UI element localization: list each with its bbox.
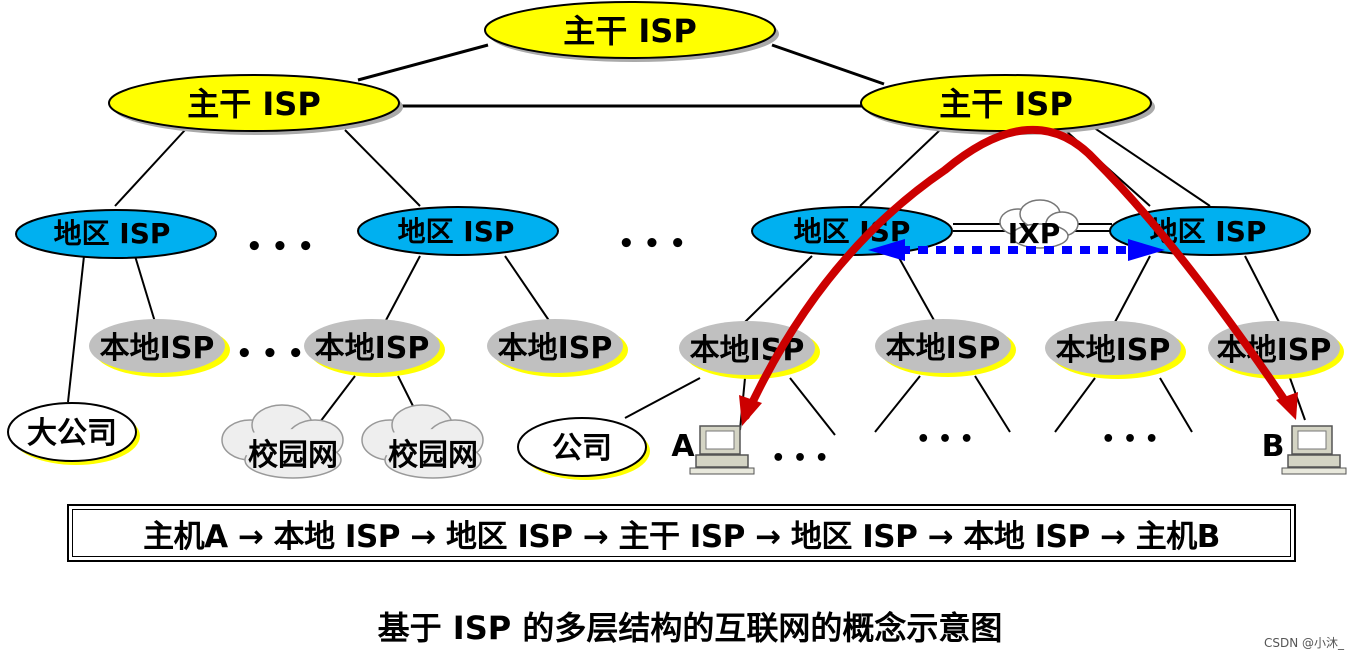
local-isp-5: 本地ISP xyxy=(875,319,1016,377)
local-isp-label: 本地ISP xyxy=(315,331,430,366)
ellipsis-hosts-2: • • • xyxy=(916,427,974,452)
host-b-label: B xyxy=(1262,429,1285,464)
local-isp-label: 本地ISP xyxy=(100,331,215,366)
backbone-isp-right: 主干 ISP xyxy=(860,74,1155,135)
local-isp-label: 本地ISP xyxy=(1056,333,1171,368)
backbone-isp-label: 主干 ISP xyxy=(563,12,697,50)
ixp-cloud: IXP xyxy=(999,199,1079,250)
company: 公司 xyxy=(517,417,650,480)
company-label: 公司 xyxy=(552,431,612,466)
local-isp-7: 本地ISP xyxy=(1208,321,1344,379)
regional-isp-1: 地区 ISP xyxy=(15,209,217,259)
ellipsis-regional-2: • • • xyxy=(618,229,686,259)
backbone-isp-label: 主干 ISP xyxy=(187,85,321,123)
backbone-links xyxy=(357,43,885,108)
campus-network-2: 校园网 xyxy=(361,404,484,479)
ixp-label: IXP xyxy=(1008,217,1061,250)
ixp-peering-arrow xyxy=(868,239,1165,261)
regional-isp-2: 地区 ISP xyxy=(357,206,559,256)
campus-network-label: 校园网 xyxy=(388,438,478,473)
host-a-label: A xyxy=(671,429,695,464)
local-isp-label: 本地ISP xyxy=(886,331,1001,366)
large-company: 大公司 xyxy=(7,402,140,465)
watermark: CSDN @小沐_ xyxy=(1263,636,1344,650)
local-isp-6: 本地ISP xyxy=(1045,321,1186,379)
large-company-label: 大公司 xyxy=(27,416,117,451)
ellipsis-hosts-1: • • • xyxy=(771,446,829,471)
ellipsis-regional-1: • • • xyxy=(246,232,314,262)
local-isp-1: 本地ISP xyxy=(89,319,230,377)
campus-network-1: 校园网 xyxy=(221,404,344,479)
ellipsis-hosts-3: • • • xyxy=(1101,427,1159,452)
backbone-isp-left: 主干 ISP xyxy=(108,74,403,135)
local-isp-label: 本地ISP xyxy=(1217,333,1332,368)
computer-icon xyxy=(689,425,755,475)
regional-isp-label: 地区 ISP xyxy=(794,215,911,248)
host-b: B xyxy=(1262,425,1347,475)
route-path-inner: 主机A → 本地 ISP → 地区 ISP → 主干 ISP → 地区 ISP … xyxy=(72,509,1291,557)
regional-isp-label: 地区 ISP xyxy=(54,217,171,250)
host-a: A xyxy=(671,425,755,475)
backbone-isp-top: 主干 ISP xyxy=(484,1,779,62)
backbone-isp-label: 主干 ISP xyxy=(939,85,1073,123)
figure-caption: 基于 ISP 的多层结构的互联网的概念示意图 xyxy=(377,609,1003,647)
route-path-box: 主机A → 本地 ISP → 地区 ISP → 主干 ISP → 地区 ISP … xyxy=(67,504,1296,562)
tree-links xyxy=(67,124,1306,436)
regional-isp-label: 地区 ISP xyxy=(398,215,515,248)
local-isp-label: 本地ISP xyxy=(498,331,613,366)
local-isp-3: 本地ISP xyxy=(487,319,628,377)
local-isp-4: 本地ISP xyxy=(679,321,820,379)
route-path-text: 主机A → 本地 ISP → 地区 ISP → 主干 ISP → 地区 ISP … xyxy=(143,518,1220,555)
local-isp-2: 本地ISP xyxy=(304,319,445,377)
route-arrow xyxy=(739,126,1298,426)
ellipsis-local: • • • xyxy=(236,339,304,369)
computer-icon xyxy=(1281,425,1347,475)
campus-network-label: 校园网 xyxy=(248,438,338,473)
